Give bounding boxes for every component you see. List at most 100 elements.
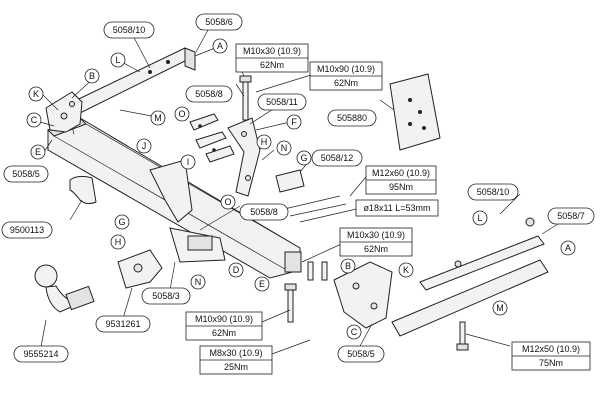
svg-text:M12x50 (10.9): M12x50 (10.9) bbox=[522, 344, 580, 354]
svg-text:M8x30 (10.9): M8x30 (10.9) bbox=[209, 348, 262, 358]
svg-text:O: O bbox=[224, 197, 231, 207]
svg-text:B: B bbox=[345, 261, 351, 271]
tow-ball bbox=[34, 264, 95, 313]
part-label-p13: 5058/10 bbox=[467, 183, 519, 201]
svg-text:K: K bbox=[33, 89, 39, 99]
bolts-bottom bbox=[284, 261, 469, 351]
callout-O2: O bbox=[220, 194, 236, 210]
callout-M2: M bbox=[492, 300, 508, 316]
svg-text:A: A bbox=[565, 243, 571, 253]
spec-box-s1: M10x30 (10.9) 62Nm bbox=[235, 43, 309, 73]
callout-N1: N bbox=[276, 140, 292, 156]
callouts: A L B K M C E O I J F H N G O G H D E N … bbox=[26, 38, 576, 340]
svg-text:M10x90 (10.9): M10x90 (10.9) bbox=[317, 64, 375, 74]
svg-text:M10x90 (10.9): M10x90 (10.9) bbox=[195, 314, 253, 324]
callout-C1: C bbox=[26, 112, 42, 128]
svg-text:5058/5: 5058/5 bbox=[12, 169, 40, 179]
callout-J1: J bbox=[136, 138, 152, 154]
spec-box-s3: M12x60 (10.9) 95Nm bbox=[365, 165, 437, 195]
svg-text:K: K bbox=[403, 265, 409, 275]
part-label-p14: 5058/7 bbox=[547, 207, 595, 225]
svg-text:5058/6: 5058/6 bbox=[205, 17, 233, 27]
svg-text:C: C bbox=[351, 327, 358, 337]
callout-G1: G bbox=[296, 150, 312, 166]
svg-text:J: J bbox=[142, 141, 147, 151]
part-label-p11: 9531261 bbox=[95, 315, 151, 333]
spec-box-s5: M10x30 (10.9) 62Nm bbox=[339, 227, 413, 257]
svg-text:H: H bbox=[261, 137, 268, 147]
spec-box-s4: ø18x11 L=53mm bbox=[355, 199, 439, 217]
svg-text:A: A bbox=[217, 41, 223, 51]
part-label-p5: 505880 bbox=[327, 109, 377, 127]
svg-text:5058/8: 5058/8 bbox=[195, 89, 223, 99]
svg-text:F: F bbox=[291, 117, 297, 127]
svg-text:5058/5: 5058/5 bbox=[347, 349, 375, 359]
callout-E1: E bbox=[30, 144, 46, 160]
svg-text:5058/10: 5058/10 bbox=[113, 25, 146, 35]
svg-text:5058/12: 5058/12 bbox=[321, 153, 354, 163]
bracket-n bbox=[275, 169, 305, 193]
callout-I1: I bbox=[180, 154, 196, 170]
part-label-p3: 5058/8 bbox=[185, 85, 233, 103]
callout-K1: K bbox=[28, 86, 44, 102]
svg-text:9555214: 9555214 bbox=[23, 349, 58, 359]
callout-F1: F bbox=[286, 114, 302, 130]
svg-text:H: H bbox=[115, 237, 122, 247]
svg-text:9500113: 9500113 bbox=[10, 225, 44, 235]
svg-text:G: G bbox=[118, 217, 125, 227]
part-label-p2: 5058/6 bbox=[195, 13, 243, 31]
small-plates bbox=[189, 113, 235, 163]
part-label-p9: 5058/8 bbox=[239, 203, 289, 221]
svg-text:62Nm: 62Nm bbox=[212, 328, 236, 338]
callout-E2: E bbox=[254, 276, 270, 292]
svg-text:E: E bbox=[259, 279, 265, 289]
svg-text:62Nm: 62Nm bbox=[260, 60, 284, 70]
svg-text:N: N bbox=[281, 143, 288, 153]
svg-text:M10x30 (10.9): M10x30 (10.9) bbox=[243, 46, 301, 56]
callout-C2: C bbox=[346, 324, 362, 340]
svg-text:M: M bbox=[154, 113, 162, 123]
spec-box-s8: M12x50 (10.9) 75Nm bbox=[511, 341, 591, 371]
part-label-p1: 5058/10 bbox=[103, 21, 155, 39]
part-label-p6: 5058/5 bbox=[3, 165, 49, 183]
spec-box-s6: M10x90 (10.9) 62Nm bbox=[185, 311, 263, 341]
svg-text:5058/7: 5058/7 bbox=[557, 211, 585, 221]
svg-text:62Nm: 62Nm bbox=[364, 244, 388, 254]
callout-O1: O bbox=[174, 106, 190, 122]
svg-text:62Nm: 62Nm bbox=[334, 78, 358, 88]
callout-M1: M bbox=[150, 110, 166, 126]
part-label-p7: 5058/12 bbox=[311, 149, 363, 167]
bolt-row bbox=[279, 195, 353, 223]
callout-L2: L bbox=[472, 210, 488, 226]
callout-L1: L bbox=[110, 52, 126, 68]
svg-text:L: L bbox=[477, 213, 482, 223]
svg-text:M12x60 (10.9): M12x60 (10.9) bbox=[372, 168, 430, 178]
callout-A2: A bbox=[560, 240, 576, 256]
svg-text:I: I bbox=[187, 157, 190, 167]
svg-text:25Nm: 25Nm bbox=[224, 362, 248, 372]
right-side-arm bbox=[419, 217, 545, 291]
part-label-p8: 9500113 bbox=[1, 221, 53, 239]
callout-G2: G bbox=[114, 214, 130, 230]
svg-text:O: O bbox=[178, 109, 185, 119]
kit-box bbox=[389, 73, 441, 151]
right-arm-a bbox=[391, 259, 549, 337]
callout-N2: N bbox=[190, 274, 206, 290]
bolt-top bbox=[239, 75, 252, 121]
part-label-p15: 5058/5 bbox=[337, 345, 385, 363]
svg-text:N: N bbox=[195, 277, 202, 287]
svg-text:L: L bbox=[115, 55, 120, 65]
callout-A1: A bbox=[212, 38, 228, 54]
socket-bracket bbox=[117, 249, 163, 289]
svg-text:ø18x11 L=53mm: ø18x11 L=53mm bbox=[363, 203, 430, 213]
svg-text:M10x30 (10.9): M10x30 (10.9) bbox=[347, 230, 405, 240]
svg-text:95Nm: 95Nm bbox=[389, 182, 413, 192]
callout-K2: K bbox=[398, 262, 414, 278]
svg-text:C: C bbox=[31, 115, 38, 125]
part-label-p4: 5058/11 bbox=[257, 93, 307, 111]
svg-text:5058/10: 5058/10 bbox=[477, 187, 510, 197]
spec-box-s7: M8x30 (10.9) 25Nm bbox=[199, 345, 273, 375]
svg-text:5058/11: 5058/11 bbox=[266, 97, 298, 107]
spec-box-s2: M10x90 (10.9) 62Nm bbox=[309, 61, 383, 91]
